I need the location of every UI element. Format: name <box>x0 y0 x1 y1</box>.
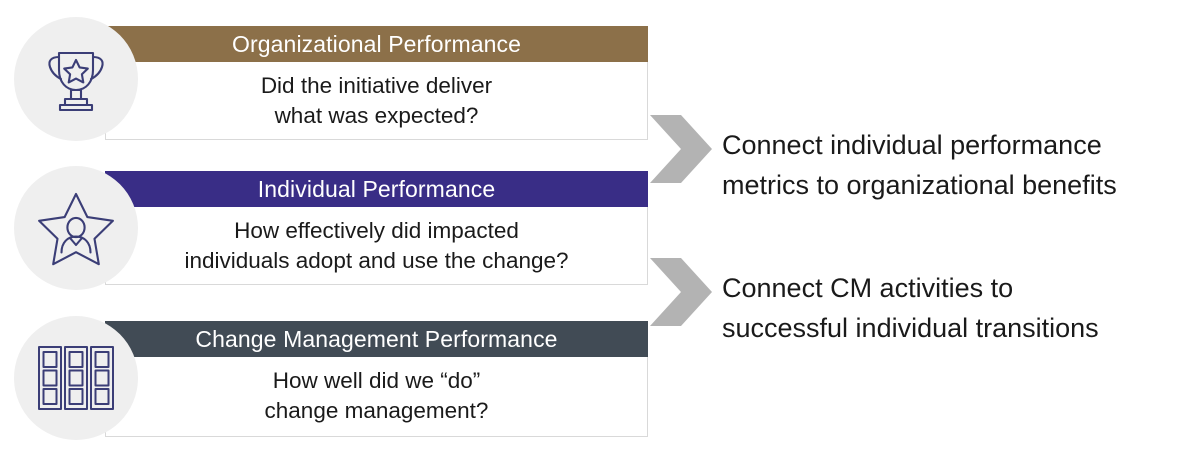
card-body-organizational-performance: Did the initiative deliver what was expe… <box>105 62 648 140</box>
chevron-right-icon-bottom <box>650 258 712 326</box>
card-header-change-management-performance: Change Management Performance <box>105 321 648 357</box>
card-body-change-management-performance: How well did we “do” change management? <box>105 357 648 437</box>
card-body-line-2: individuals adopt and use the change? <box>184 248 569 273</box>
card-individual-performance: Individual Performance How effectively d… <box>105 171 648 285</box>
icon-circle-individual-performance <box>14 166 138 290</box>
trophy-star-icon <box>37 40 115 118</box>
card-organizational-performance: Organizational Performance Did the initi… <box>105 26 648 140</box>
connector-text-bottom-line-2: successful individual transitions <box>722 313 1099 343</box>
connector-text-top-line-2: metrics to organizational benefits <box>722 170 1117 200</box>
card-body-individual-performance: How effectively did impacted individuals… <box>105 207 648 285</box>
connector-text-bottom-line-1: Connect CM activities to <box>722 273 1014 303</box>
icon-circle-organizational-performance <box>14 17 138 141</box>
card-body-line-2: what was expected? <box>274 103 479 128</box>
panels-grid-icon <box>37 345 115 411</box>
chevron-right-icon-top <box>650 115 712 183</box>
star-person-icon <box>34 186 118 270</box>
card-header-individual-performance: Individual Performance <box>105 171 648 207</box>
icon-circle-change-management-performance <box>14 316 138 440</box>
connector-text-bottom: Connect CM activities to successful indi… <box>722 268 1099 348</box>
connector-text-top: Connect individual performance metrics t… <box>722 125 1117 205</box>
card-header-organizational-performance: Organizational Performance <box>105 26 648 62</box>
card-change-management-performance: Change Management Performance How well d… <box>105 321 648 437</box>
card-body-line-1: Did the initiative deliver <box>260 73 493 98</box>
card-body-line-2: change management? <box>264 398 489 423</box>
connector-text-top-line-1: Connect individual performance <box>722 130 1102 160</box>
card-body-line-1: How well did we “do” <box>272 368 481 393</box>
card-body-line-1: How effectively did impacted <box>234 218 519 243</box>
